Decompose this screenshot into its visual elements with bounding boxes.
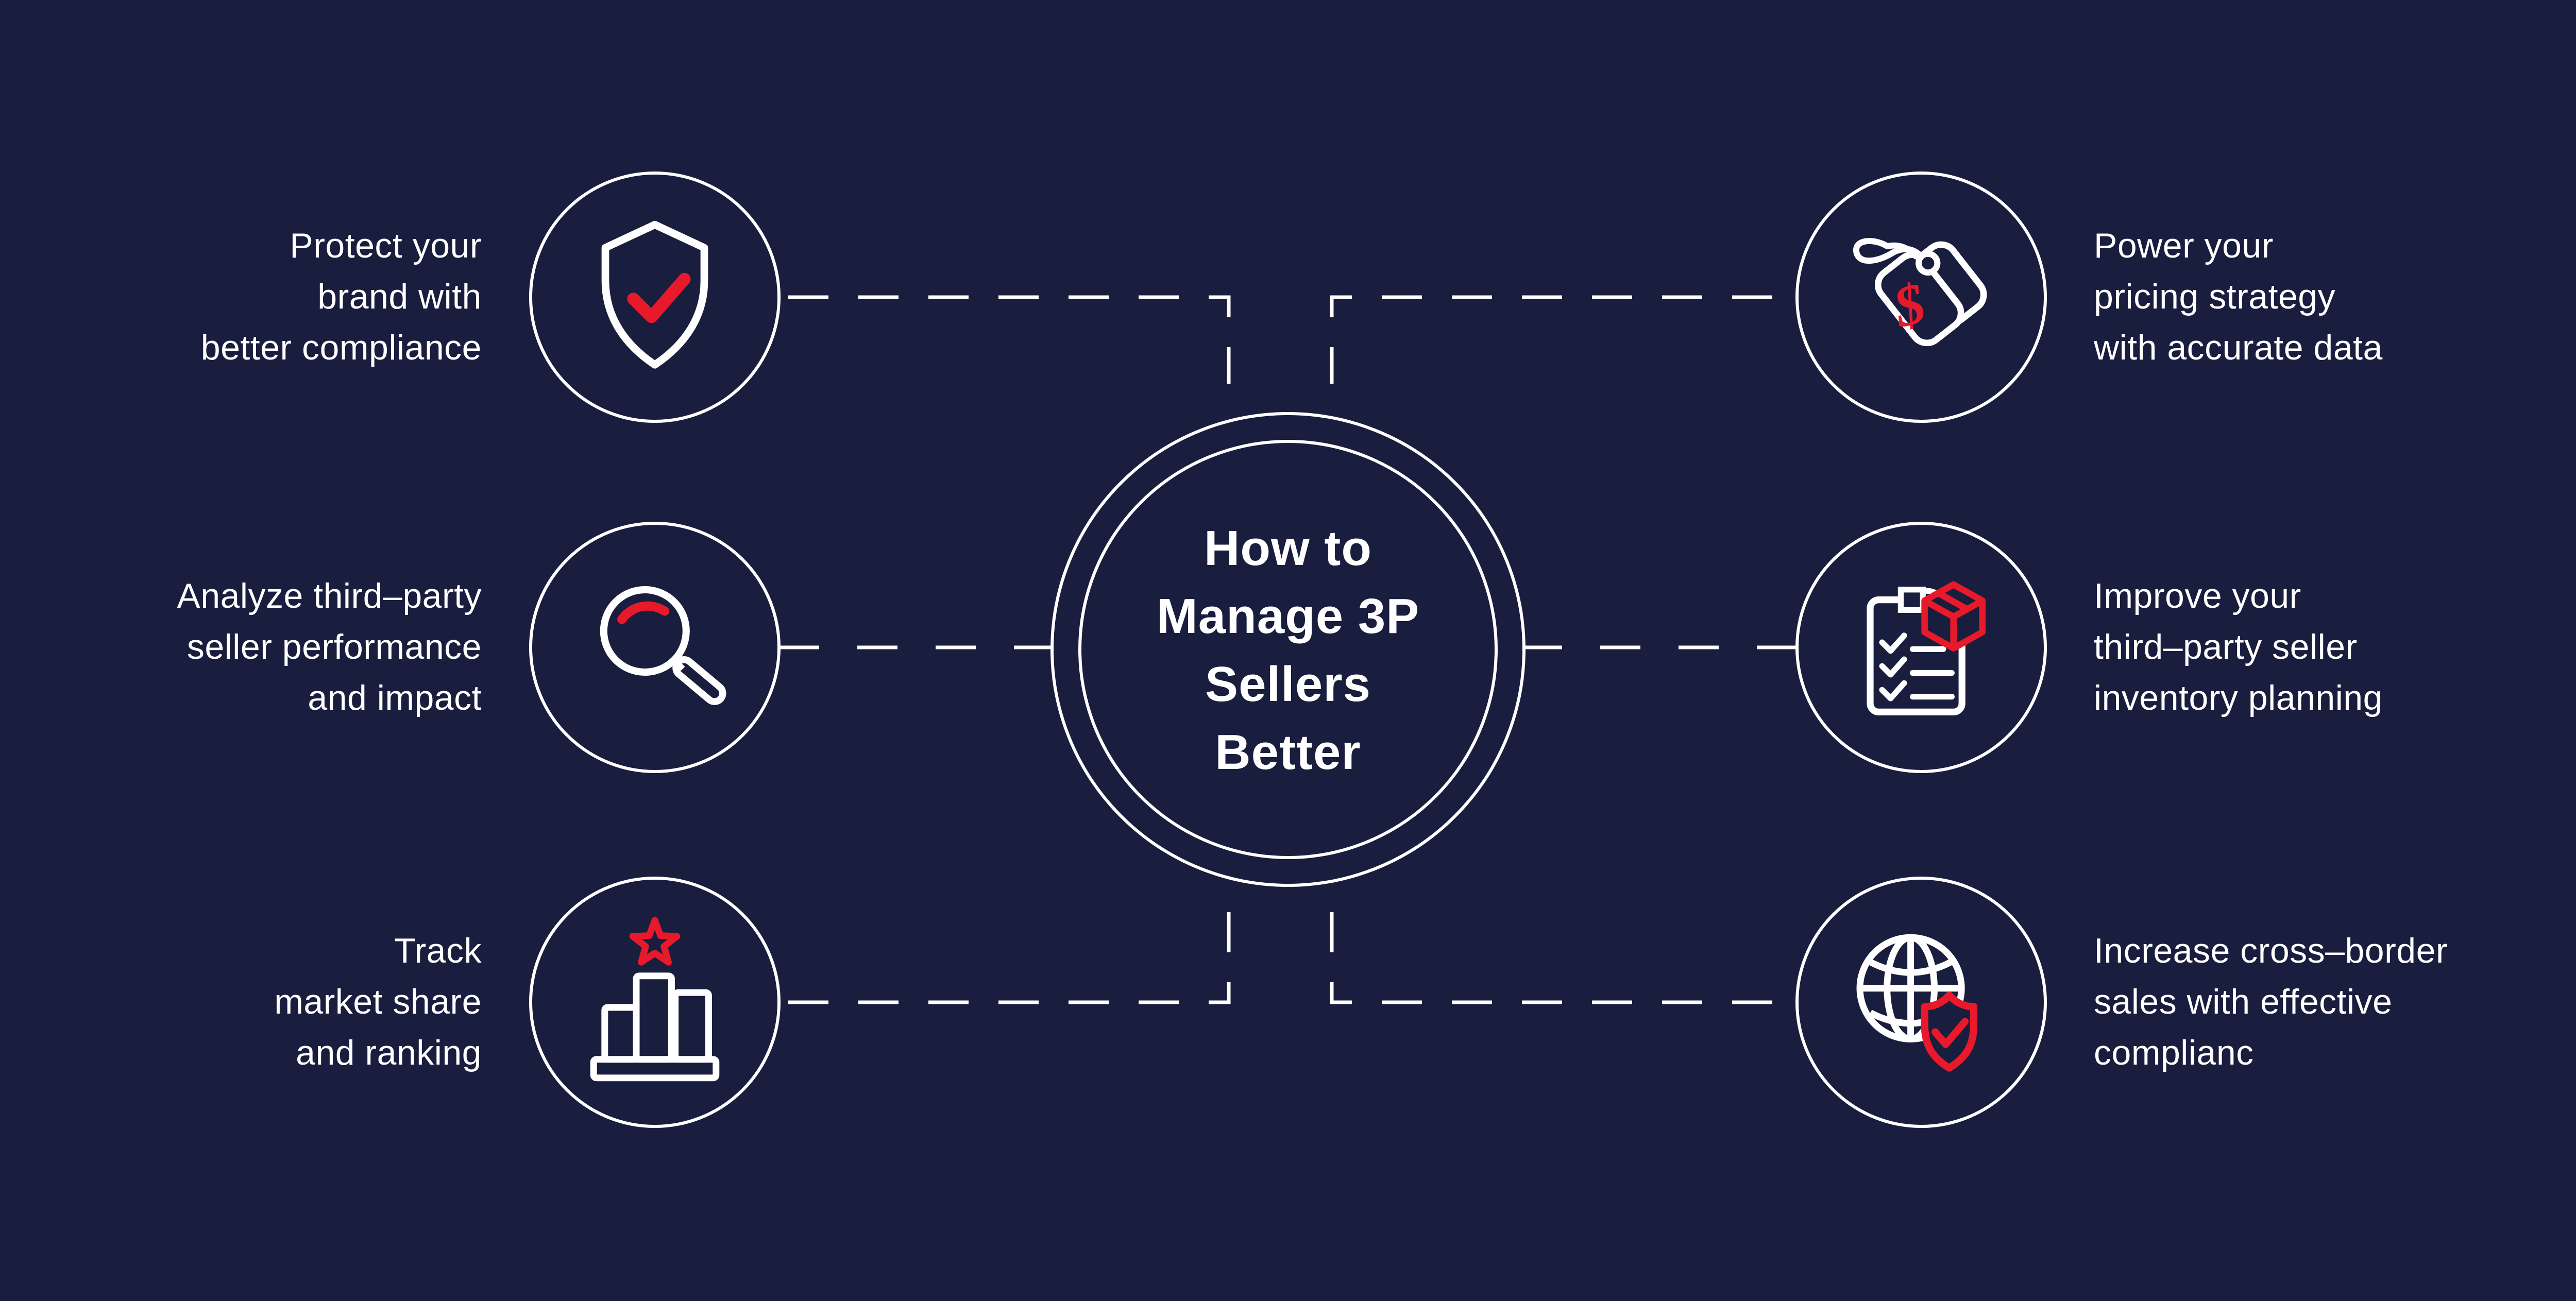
- center-title-line: Manage 3P: [1156, 589, 1420, 644]
- icon-circle-left-bottom: [529, 877, 781, 1128]
- globe: [1856, 934, 1965, 1042]
- label-protect-brand: Protect your brand with better complianc…: [0, 220, 482, 373]
- label-track-market-share: Track market share and ranking: [0, 926, 482, 1079]
- label-line: sales with effective: [2094, 982, 2393, 1021]
- label-analyze-performance: Analyze third–party seller performance a…: [0, 571, 482, 724]
- label-inventory-planning: Improve your third–party seller inventor…: [2094, 571, 2576, 724]
- label-line: Increase cross–border: [2094, 931, 2448, 970]
- price-tags-icon: $: [1853, 237, 1987, 347]
- label-line: complianc: [2094, 1033, 2254, 1072]
- front-tag: [1875, 251, 1964, 347]
- label-line: Protect your: [290, 226, 482, 265]
- center-title: How to Manage 3P Sellers Better: [1056, 514, 1520, 787]
- checklist: [1879, 632, 1955, 701]
- label-line: better compliance: [200, 328, 482, 367]
- magnifier-icon: [600, 586, 726, 705]
- icon-circle-right-top: [1795, 172, 2047, 423]
- connector-top-right: [1330, 295, 1797, 384]
- icon-circle-right-middle: [1795, 522, 2047, 773]
- center-ring-inner: [1078, 440, 1498, 859]
- shield-check-icon: [601, 220, 708, 369]
- podium-star-icon: [590, 917, 720, 1082]
- tag-string: [1853, 237, 1923, 264]
- center-title-line: How to: [1204, 521, 1372, 576]
- lens-highlight: [617, 601, 670, 624]
- package-box: [1921, 581, 1986, 652]
- label-line: seller performance: [187, 627, 482, 666]
- label-line: Analyze third–party: [177, 576, 482, 615]
- globe-shield-icon: [1856, 934, 1978, 1072]
- label-line: brand with: [317, 277, 482, 316]
- label-line: and ranking: [296, 1033, 482, 1072]
- connector-bottom-right: [1330, 899, 1797, 1004]
- check-mark: [627, 272, 691, 323]
- shield-badge: [1921, 991, 1978, 1072]
- connector-bottom-left: [779, 899, 1231, 1004]
- label-cross-border-sales: Increase cross–border sales with effecti…: [2094, 926, 2576, 1079]
- star: [629, 917, 681, 966]
- label-line: market share: [274, 982, 482, 1021]
- label-line: and impact: [308, 678, 482, 717]
- label-line: Track: [394, 931, 482, 970]
- clipboard-box-icon: [1867, 581, 1986, 715]
- icon-circle-right-bottom: [1795, 877, 2047, 1128]
- center-ring-outer: [1050, 412, 1526, 887]
- center-title-line: Sellers: [1205, 657, 1371, 712]
- clip: [1897, 587, 1926, 613]
- icon-circle-left-top: [529, 172, 781, 423]
- label-line: Improve your: [2094, 576, 2301, 615]
- connector-top-left: [779, 295, 1231, 384]
- label-line: third–party seller: [2094, 627, 2358, 666]
- icon-circles: [529, 172, 2047, 1128]
- label-line: pricing strategy: [2094, 277, 2336, 316]
- label-line: Power your: [2094, 226, 2274, 265]
- label-pricing-strategy: Power your pricing strategy with accurat…: [2094, 220, 2576, 373]
- center-title-line: Better: [1215, 725, 1361, 780]
- icon-circle-left-middle: [529, 522, 781, 773]
- label-line: inventory planning: [2094, 678, 2383, 717]
- label-line: with accurate data: [2094, 328, 2383, 367]
- connectors: [779, 295, 1797, 1004]
